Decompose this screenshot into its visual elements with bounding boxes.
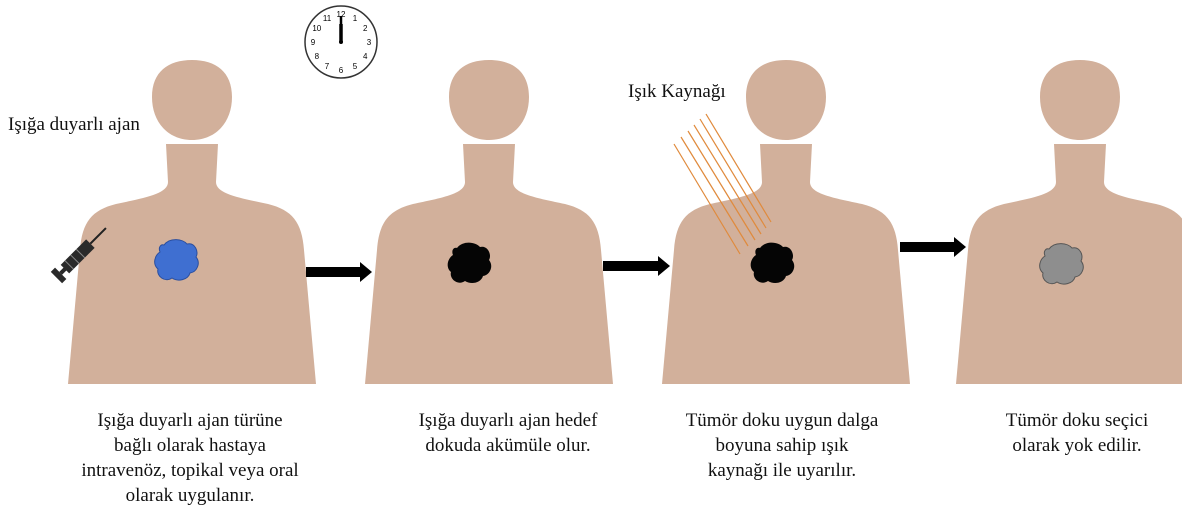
clock-number: 1 bbox=[353, 14, 358, 23]
clock-number: 11 bbox=[323, 14, 332, 23]
step-caption-3: Tümör doku uygun dalga boyuna sahip ışık… bbox=[652, 408, 912, 483]
clock-number: 6 bbox=[339, 66, 344, 75]
light-source-label: Işık Kaynağı bbox=[628, 80, 726, 104]
clock-number: 9 bbox=[311, 38, 316, 47]
clock-number: 5 bbox=[353, 62, 358, 71]
clock-number: 3 bbox=[367, 38, 372, 47]
body-silhouette-2 bbox=[365, 60, 613, 384]
step-caption-2: Işığa duyarlı ajan hedef dokuda akümüle … bbox=[378, 408, 638, 458]
clock-number: 12 bbox=[337, 10, 346, 19]
body-silhouette-3 bbox=[662, 60, 910, 384]
body-silhouette-4 bbox=[956, 60, 1182, 384]
agent-label: Işığa duyarlı ajan bbox=[8, 113, 140, 137]
clock-number: 10 bbox=[312, 24, 321, 33]
arrow-right-icon bbox=[900, 237, 966, 257]
step-caption-1: Işığa duyarlı ajan türüne bağlı olarak h… bbox=[60, 408, 320, 508]
clock-number: 2 bbox=[363, 24, 368, 33]
arrow-right-icon bbox=[306, 262, 372, 282]
step-caption-4: Tümör doku seçici olarak yok edilir. bbox=[947, 408, 1182, 458]
clock-number: 4 bbox=[363, 52, 368, 61]
body-silhouette-1 bbox=[68, 60, 316, 384]
clock-number: 7 bbox=[325, 62, 330, 71]
arrow-right-icon bbox=[603, 256, 670, 276]
clock-number: 8 bbox=[315, 52, 320, 61]
